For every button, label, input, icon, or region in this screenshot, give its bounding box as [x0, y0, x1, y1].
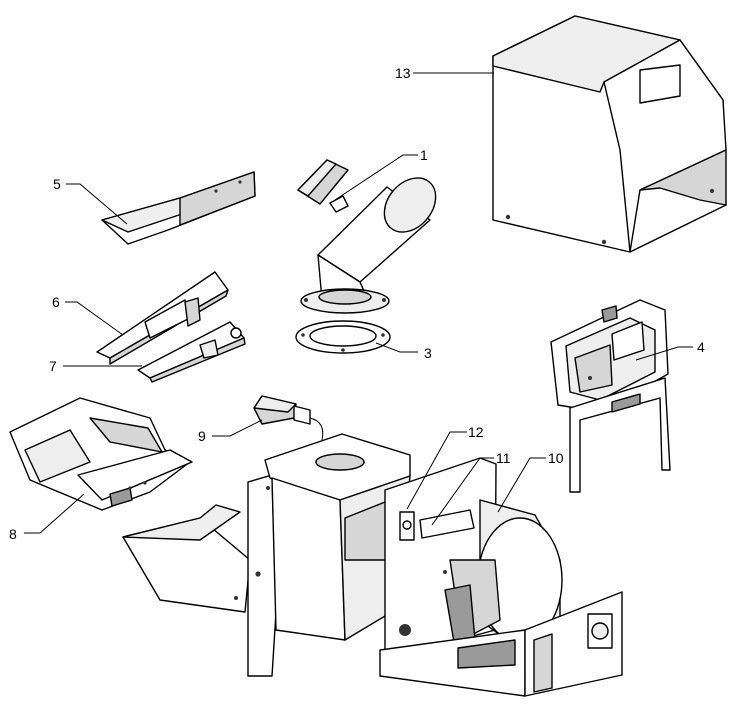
leader-lines — [24, 72, 693, 534]
part-9-electrical-unit — [253, 395, 324, 441]
part-burner-box — [122, 433, 411, 677]
label-1: 1 — [420, 147, 428, 163]
part-13-cover — [492, 15, 727, 253]
part-number-labels: 13 1 5 6 7 3 4 9 8 10 11 12 — [9, 65, 705, 542]
part-flue-pipe — [300, 177, 437, 314]
label-11: 11 — [496, 450, 511, 466]
label-3: 3 — [424, 345, 432, 361]
part-base-socket — [379, 591, 623, 697]
part-3-gasket — [295, 320, 391, 354]
label-7: 7 — [49, 358, 57, 374]
label-4: 4 — [697, 339, 705, 355]
label-13: 13 — [395, 65, 411, 81]
label-6: 6 — [52, 294, 60, 310]
part-8-hopper-tray — [9, 397, 193, 511]
label-9: 9 — [198, 428, 206, 444]
part-7-bracket — [137, 321, 246, 383]
label-8: 8 — [9, 526, 17, 542]
part-6-plate — [96, 271, 229, 365]
label-12: 12 — [468, 424, 484, 440]
part-1-sensor — [297, 159, 349, 213]
part-5-chute — [101, 171, 256, 245]
label-5: 5 — [53, 176, 61, 192]
label-10: 10 — [548, 450, 564, 466]
part-4-control-bracket — [550, 299, 671, 493]
